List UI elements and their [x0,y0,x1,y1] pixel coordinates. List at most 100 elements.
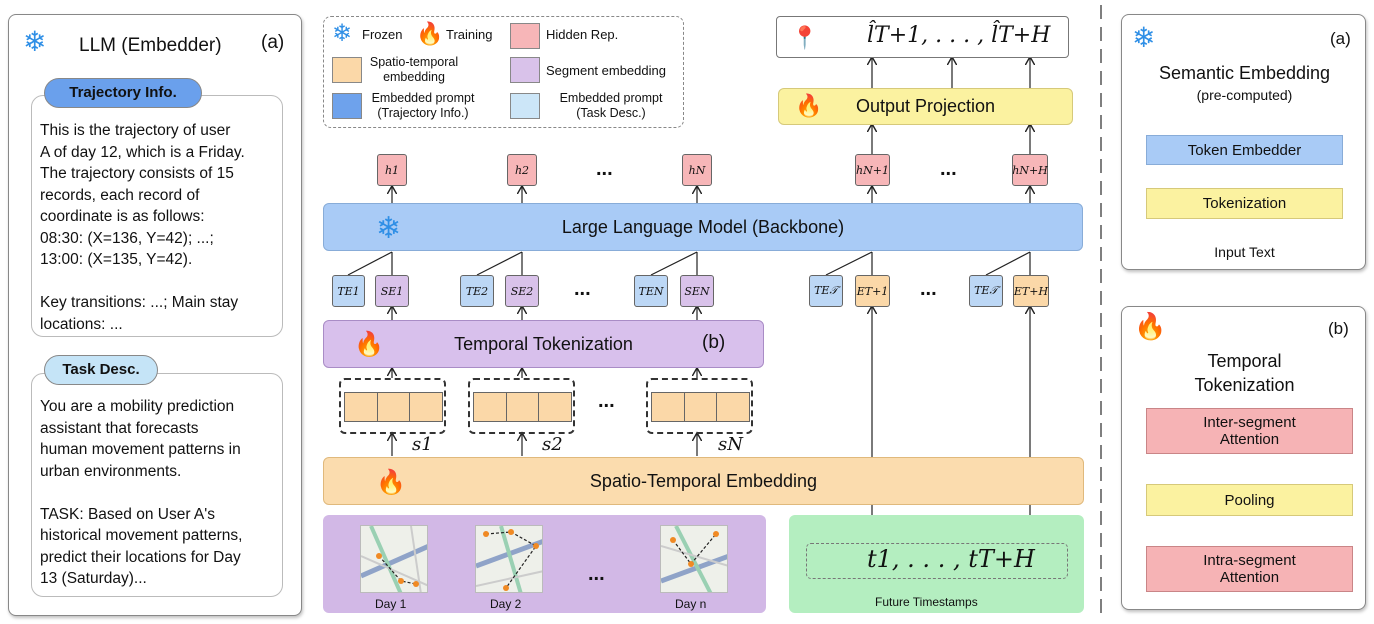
box-line: Inter-segment [1203,414,1296,431]
segment-cells [473,392,572,422]
se-token: SE2 [505,275,539,307]
text-line: A of day 12, which is a Friday. [40,143,245,161]
pooling-box: Pooling [1146,484,1353,516]
input-text-label: Input Text [1214,244,1275,260]
segment-cell [345,393,378,421]
legend-line: Spatio-temporal [369,55,459,69]
segment-cells [651,392,750,422]
ellipsis: ... [920,278,937,300]
box-line: Attention [1219,431,1280,448]
flame-icon: 🔥 [376,469,406,496]
token-embedder-box: Token Embedder [1146,135,1343,165]
hidden-rep-token: hN+H [1012,154,1048,186]
legend-box: ❄ Frozen 🔥 Training Hidden Rep. Spatio-t… [323,16,684,128]
te-token: TEN [634,275,668,307]
panel-title: LLM (Embedder) [79,35,222,56]
ellipsis: ... [574,278,591,300]
legend-line: Embedded prompt [371,91,475,105]
semantic-title: Semantic Embedding [1158,63,1331,83]
segment-group [646,378,753,434]
text-line: urban environments. [40,462,182,480]
ellipsis: ... [598,390,615,412]
legend-line: (Trajectory Info.) [377,106,469,120]
text-line: You are a mobility prediction [40,398,235,415]
text-line: records, each record of [40,186,200,204]
output-projection-bar: 🔥 Output Projection [778,88,1073,125]
text-line: locations: ... [40,315,123,333]
task-text: You are a mobility prediction assistant … [40,396,284,590]
segment-label: s2 [542,434,563,455]
te-token: TE𝒯 [969,275,1003,307]
text-line: predict their locations for Day [40,548,241,566]
hidden-rep-token: h1 [377,154,407,186]
panel-tag: (a) [261,32,285,53]
ellipsis: ... [596,158,613,180]
segment-cell [652,393,685,421]
legend-swatch-prompt-traj [332,93,362,119]
llm-label: Large Language Model (Backbone) [561,216,845,237]
e-token: ET+H [1013,275,1049,307]
llm-backbone-bar: ❄ Large Language Model (Backbone) [323,203,1083,251]
tokenization-box: Tokenization [1146,188,1343,219]
panel-tag: (a) [1330,29,1351,48]
text-spacer [40,482,284,504]
segment-cell [507,393,540,421]
legend-swatch-st [332,57,362,83]
segment-group [339,378,446,434]
task-desc-pill: Task Desc. [44,355,158,385]
llm-embedder-panel: ❄ LLM (Embedder) (a) This is the traject… [8,14,302,616]
semantic-embedding-panel: ❄ (a) Semantic Embedding (pre-computed) … [1121,14,1366,270]
map-thumbnail [475,525,543,593]
text-line: coordinate is as follows: [40,208,205,225]
hidden-rep-token: hN [682,154,712,186]
ellipsis: ... [940,158,957,180]
ellipsis: ... [588,563,605,585]
se-token: SE1 [375,275,409,307]
segment-label: sN [718,434,743,455]
te-token: TE2 [460,275,494,307]
segment-cell [474,393,507,421]
text-line: 13:00: (X=135, Y=42). [40,251,193,268]
text-spacer [40,271,284,293]
flame-icon: 🔥 [416,21,444,46]
task-desc-card: You are a mobility prediction assistant … [31,373,283,597]
flame-icon: 🔥 [795,93,823,118]
text-line: 08:30: (X=136, Y=42); ...; [40,229,214,247]
semantic-subtitle: (pre-computed) [1196,87,1293,103]
map-thumbnail [660,525,728,593]
text-line: 13 (Saturday)... [40,570,147,587]
segment-label: s1 [412,434,433,455]
segment-cell [685,393,718,421]
text-line: TASK: Based on User A's [40,505,215,523]
e-token: ET+1 [855,275,890,307]
legend-prompt-traj: Embedded prompt (Trajectory Info.) [364,91,482,121]
title-line: Tokenization [1194,375,1295,395]
day-label: Day n [675,597,707,611]
segment-cell [717,393,749,421]
box-line: Attention [1219,569,1280,586]
segment-group [468,378,575,434]
segment-cell [378,393,411,421]
hidden-rep-token: h2 [507,154,537,186]
te-token: TE𝒯 [809,275,843,307]
legend-hidden: Hidden Rep. [546,27,619,42]
trajectory-info-pill: Trajectory Info. [44,78,202,108]
st-embedding-label: Spatio-Temporal Embedding [589,470,818,491]
text-line: historical movement patterns, [40,527,243,544]
legend-st-embed: Spatio-temporal embedding [364,55,464,85]
output-sequence: l̂T+1, . . . , l̂T+H [867,23,1051,48]
legend-swatch-hidden [510,23,540,49]
temporal-tokenization-label: Temporal Tokenization [454,333,633,354]
panel-tag: (b) [1328,319,1349,338]
trajectory-text: This is the trajectory of user A of day … [40,120,284,335]
output-sequence-box: 📍 l̂T+1, . . . , l̂T+H [776,16,1069,58]
segment-cells [344,392,443,422]
temporal-title: Temporal Tokenization [1122,349,1367,397]
text-line: Key transitions: ...; Main stay [40,294,239,311]
flame-icon: 🔥 [354,331,384,358]
hidden-rep-token: hN+1 [855,154,890,186]
text-line: assistant that forecasts [40,419,199,437]
snowflake-icon: ❄ [1132,22,1156,53]
legend-swatch-segment [510,57,540,83]
snowflake-icon: ❄ [23,26,47,57]
